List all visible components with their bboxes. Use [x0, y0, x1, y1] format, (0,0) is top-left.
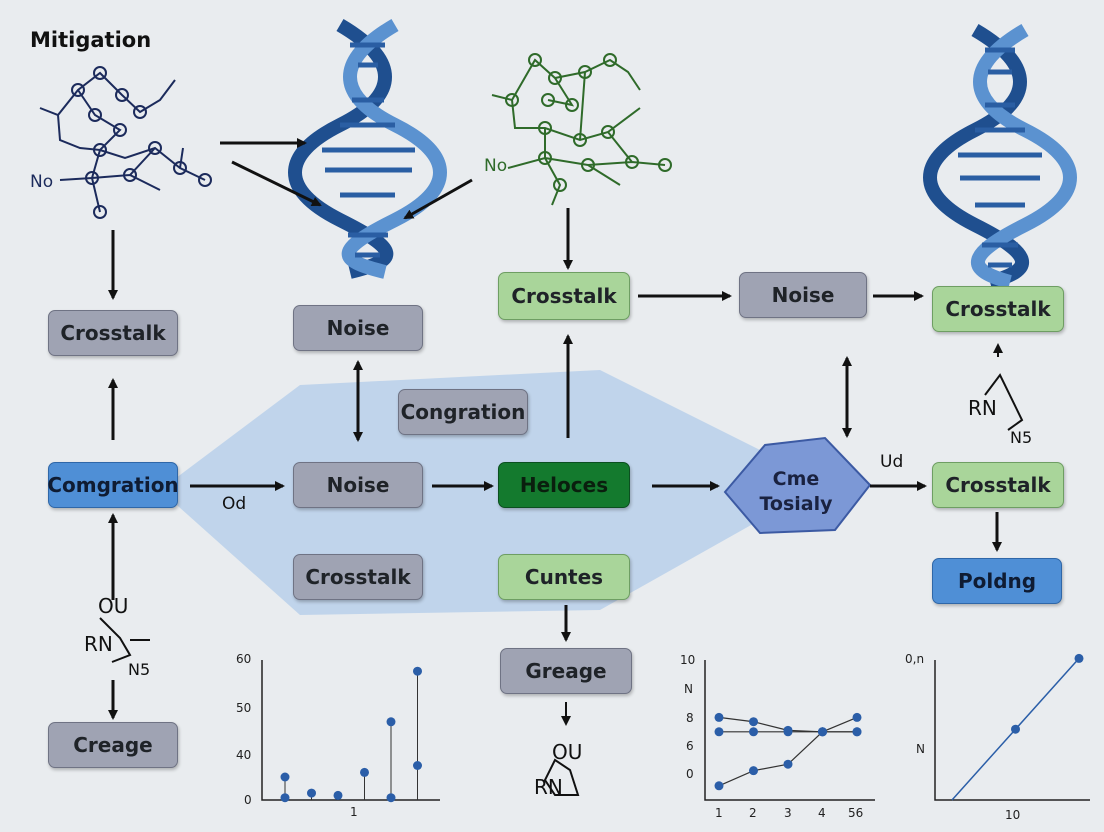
dna-helix-icon	[288, 18, 447, 279]
node-cme-tosialy[interactable]: Cme Tosialy	[759, 468, 833, 515]
molecule-label: OU	[98, 594, 129, 618]
chart-point	[714, 727, 724, 737]
y-tick-label: 0	[686, 767, 694, 781]
molecule-ring-icon	[543, 702, 580, 796]
chart-axes	[704, 660, 875, 801]
x-tick-label: 1	[715, 806, 723, 820]
chart-point	[386, 793, 396, 803]
process-region	[160, 370, 760, 615]
y-tick-label: N	[684, 682, 693, 696]
chart-point	[1011, 724, 1020, 734]
molecule-structure-icon	[491, 53, 672, 206]
chart-axes	[261, 660, 440, 801]
y-tick-label: 6	[686, 739, 694, 753]
chart-axes	[934, 660, 1090, 801]
node-crosstalk-top-right[interactable]: Crosstalk	[932, 286, 1064, 332]
chart-point	[714, 781, 724, 791]
y-tick-label: 50	[236, 701, 252, 715]
chart-point	[783, 727, 793, 737]
x-tick-label: 3	[784, 806, 792, 820]
chart-point	[749, 766, 758, 776]
node-cuntes[interactable]: Cuntes	[498, 554, 630, 600]
node-crosstalk-top-mid[interactable]: Crosstalk	[498, 272, 630, 320]
node-noise-top-right[interactable]: Noise	[739, 272, 867, 318]
node-comgration[interactable]: Comgration	[47, 462, 179, 508]
chart-point	[852, 712, 862, 722]
chart-point	[413, 666, 422, 676]
x-tick-label: 56	[848, 806, 864, 820]
x-tick-label: 1	[350, 805, 358, 819]
node-noise-top[interactable]: Noise	[293, 305, 423, 351]
molecule-label: OU	[552, 740, 583, 764]
chart-point	[307, 788, 316, 798]
y-tick-label: N	[916, 742, 925, 756]
dna-helix-icon	[923, 23, 1077, 289]
x-tick-label: 4	[818, 806, 826, 820]
chart-point	[749, 717, 758, 727]
chart-point	[783, 759, 793, 769]
chart-point	[386, 717, 396, 727]
node-greage[interactable]: Greage	[500, 648, 632, 694]
chart-point	[280, 772, 290, 782]
y-tick-label: 0	[244, 793, 252, 807]
node-crosstalk-left[interactable]: Crosstalk	[48, 310, 178, 356]
edge-label-ud: Ud	[880, 452, 904, 472]
chart-point	[333, 790, 343, 800]
node-crosstalk-bottom[interactable]: Crosstalk	[293, 554, 423, 600]
chart-point	[413, 761, 422, 770]
chart-point	[818, 727, 827, 737]
molecule-label: No	[484, 156, 508, 176]
y-tick-label: 0,n	[905, 652, 925, 666]
page-title: Mitigation	[30, 28, 152, 52]
node-heloces[interactable]: Heloces	[498, 462, 630, 508]
molecule-label: N5	[128, 660, 151, 679]
y-tick-label: 10	[680, 653, 696, 667]
chart-point	[749, 727, 758, 737]
node-creage[interactable]: Creage	[48, 722, 178, 768]
chart-point	[852, 727, 862, 737]
x-tick-label: 10	[1005, 808, 1021, 822]
molecule-label: RN	[968, 396, 997, 420]
molecule-label: N5	[1010, 428, 1033, 447]
node-crosstalk-right[interactable]: Crosstalk	[932, 462, 1064, 508]
y-tick-label: 60	[236, 652, 252, 666]
chart-point	[1074, 653, 1084, 663]
y-tick-label: 40	[236, 748, 252, 762]
edge-label-od: Od	[222, 494, 247, 514]
node-poldng[interactable]: Poldng	[932, 558, 1062, 604]
molecule-structure-icon	[39, 66, 212, 219]
node-noise-center[interactable]: Noise	[293, 462, 423, 508]
molecule-label: No	[30, 172, 54, 192]
chart-point	[280, 793, 290, 803]
molecule-label: RN	[534, 775, 563, 799]
chart-point	[360, 767, 369, 777]
chart-point	[714, 712, 724, 722]
node-congration[interactable]: Congration	[398, 389, 528, 435]
y-tick-label: 8	[686, 711, 694, 725]
molecule-ring-icon	[984, 343, 1024, 431]
x-tick-label: 2	[749, 806, 757, 820]
molecule-label: RN	[84, 632, 113, 656]
molecule-ring-icon	[99, 617, 150, 663]
